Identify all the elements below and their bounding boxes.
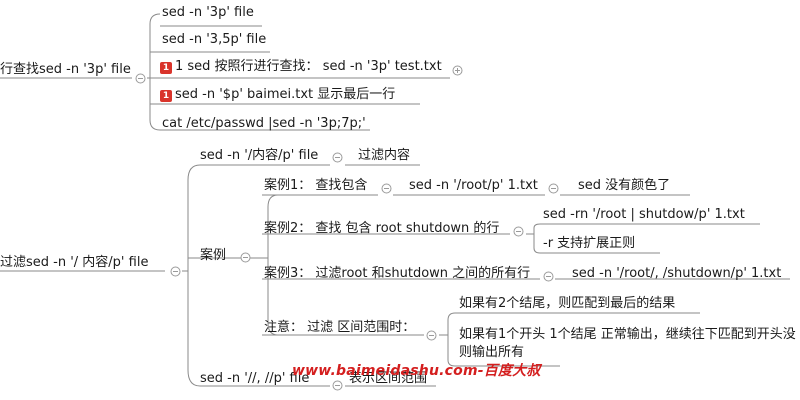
priority-1-badge: 1 — [160, 90, 172, 102]
node-range-line-1: 如果有1个开头 1个结尾 正常输出，继续往下匹配到开头没 — [459, 327, 796, 342]
collapse-toggle-icon[interactable] — [240, 252, 251, 263]
collapse-toggle-icon[interactable] — [548, 183, 559, 194]
collapse-toggle-icon[interactable] — [513, 226, 524, 237]
node-sed-content[interactable]: sed -n '/内容/p' file — [200, 148, 319, 163]
node-case-1[interactable]: 案例1： 查找包含 — [264, 178, 368, 193]
node-row-lookup[interactable]: 行查找sed -n '3p' file — [0, 62, 131, 77]
expand-toggle-icon[interactable] — [452, 65, 463, 76]
collapse-toggle-icon[interactable] — [426, 330, 437, 341]
node-sed-last-line-label: sed -n '$p' baimei.txt 显示最后一行 — [175, 87, 396, 102]
node-range-two-endings[interactable]: 如果有2个结尾，则匹配到最后的结果 — [459, 296, 676, 311]
collapse-toggle-icon[interactable] — [381, 183, 392, 194]
node-case-2-note[interactable]: -r 支持扩展正则 — [543, 236, 636, 251]
node-range-desc[interactable]: 表示区间范围 — [349, 371, 428, 386]
collapse-toggle-icon[interactable] — [332, 152, 343, 163]
watermark: www.baimeidashu.com-百度大叔 — [292, 363, 541, 379]
node-range-one-start-one-end[interactable]: 如果有1个开头 1个结尾 正常输出，继续往下匹配到开头没 则输出所有 — [459, 326, 796, 362]
node-case-3-cmd[interactable]: sed -n '/root/, /shutdown/p' 1.txt — [572, 266, 782, 281]
node-case-3[interactable]: 案例3： 过滤root 和shutdown 之间的所有行 — [264, 266, 531, 281]
node-filter-content-note[interactable]: 过滤内容 — [358, 148, 411, 163]
collapse-toggle-icon[interactable] — [135, 73, 146, 84]
node-sed-3-5p[interactable]: sed -n '3,5p' file — [162, 32, 267, 47]
node-case-1-note[interactable]: sed 没有颜色了 — [578, 178, 671, 193]
node-range-note[interactable]: 注意： 过滤 区间范围时： — [264, 320, 416, 335]
node-cat-passwd[interactable]: cat /etc/passwd |sed -n '3p;7p;' — [162, 116, 366, 131]
priority-1-badge: 1 — [160, 62, 172, 74]
collapse-toggle-icon[interactable] — [170, 266, 181, 277]
node-filter[interactable]: 过滤sed -n '/ 内容/p' file — [0, 255, 149, 270]
node-case-2[interactable]: 案例2： 查找 包含 root shutdown 的行 — [264, 221, 500, 236]
node-case-1-cmd[interactable]: sed -n '/root/p' 1.txt — [409, 178, 538, 193]
node-sed-3p[interactable]: sed -n '3p' file — [162, 5, 254, 20]
node-cases[interactable]: 案例 — [200, 248, 227, 263]
collapse-toggle-icon[interactable] — [543, 271, 554, 282]
node-sed-by-line-label: 1 sed 按照行进行查找： sed -n '3p' test.txt — [175, 59, 442, 74]
collapse-toggle-icon[interactable] — [332, 380, 343, 391]
node-sed-range[interactable]: sed -n '//, //p' file — [200, 371, 310, 386]
node-range-line-2: 则输出所有 — [459, 345, 525, 360]
node-case-2-cmd[interactable]: sed -rn '/root | shutdow/p' 1.txt — [543, 207, 745, 222]
